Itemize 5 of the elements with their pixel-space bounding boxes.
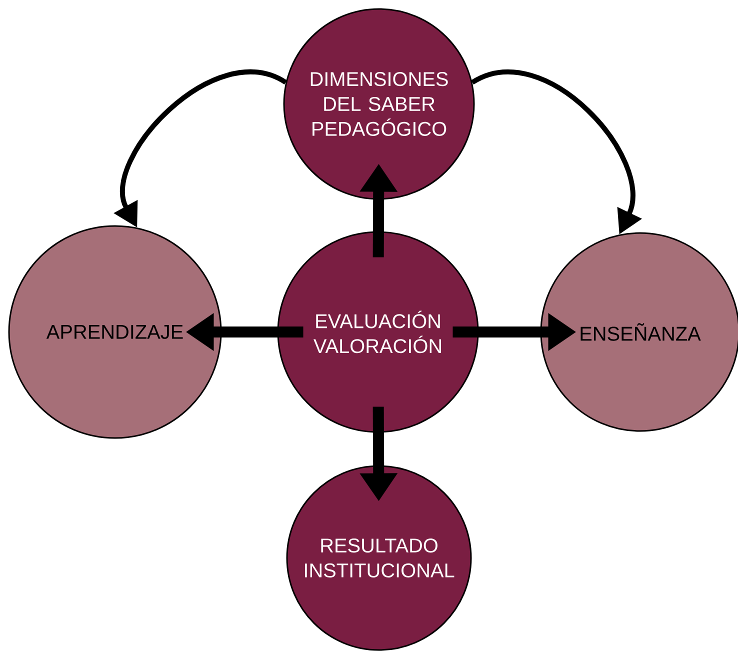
circle-node: RESULTADO INSTITUCIONAL	[286, 465, 472, 651]
circle-node: DIMENSIONES DEL SABER PEDAGÓGICO	[283, 8, 475, 200]
circle-node: APRENDIZAJE	[8, 225, 222, 439]
circle-node: ENSEÑANZA	[540, 232, 738, 432]
circle-node: EVALUACIÓN VALORACIÓN	[277, 231, 479, 433]
